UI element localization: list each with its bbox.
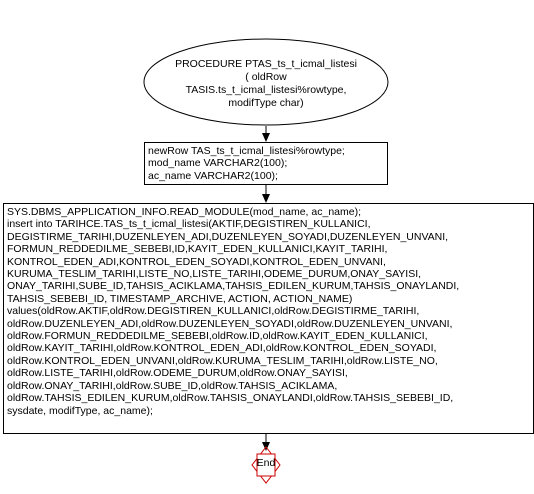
statement-line: oldRow.KONTROL_EDEN_UNVANI,oldRow.KURUMA… [7,354,438,367]
end-shape [251,446,281,484]
statement-line: oldRow.TAHSIS_EDILEN_KURUM,oldRow.TAHSIS… [7,392,454,405]
statement-line: oldRow.LISTE_TARIHI,oldRow.ODEME_DURUM,o… [7,367,348,380]
statement-line: SYS.DBMS_APPLICATION_INFO.READ_MODULE(mo… [7,206,362,218]
declarations-block: newRow TAS_ts_t_icmal_listesi%rowtype; m… [144,142,388,185]
statement-line: KONTROL_EDEN_ADI,KONTROL_EDEN_SOYADI,KON… [7,255,386,268]
declaration-line: mod_name VARCHAR2(100); [148,157,288,170]
procedure-signature: PROCEDURE PTAS_ts_t_icmal_listesi ( oldR… [143,58,389,110]
statement-line: TAHSIS_SEBEBI_ID, TIMESTAMP_ARCHIVE, ACT… [7,292,353,305]
start-ellipse-shape [143,38,389,126]
end-node: End [251,446,281,484]
procedure-line: PROCEDURE PTAS_ts_t_icmal_listesi [175,58,357,70]
statement-line: sysdate, modifType, ac_name); [7,404,153,417]
arrow-declarations-to-statements [262,185,270,203]
end-label: End [256,457,276,469]
statement-line: oldRow.DUZENLEYEN_ADI,oldRow.DUZENLEYEN_… [7,317,453,330]
declaration-line: ac_name VARCHAR2(100); [148,169,278,182]
statement-line: insert into TARIHCE.TAS_ts_t_icmal_liste… [7,218,371,231]
statement-line: values(oldRow.AKTIF,oldRow.DEGISTIREN_KU… [7,305,420,318]
procedure-start-node: PROCEDURE PTAS_ts_t_icmal_listesi ( oldR… [143,38,389,126]
statement-line: oldRow.KAYIT_TARIHI,oldRow.KONTROL_EDEN_… [7,342,437,355]
statement-line: DEGISTIRME_TARIHI,DUZENLEYEN_ADI,DUZENLE… [7,230,449,243]
procedure-line: modifType char) [228,97,304,109]
statement-line: ONAY_TARIHI,SUBE_ID,TAHSIS_ACIKLAMA,TAHS… [7,280,460,293]
procedure-line: TASIS.ts_t_icmal_listesi%rowtype, [185,84,347,96]
statement-line: FORMUN_REDDEDILME_SEBEBI,ID,KAYIT_EDEN_K… [7,243,388,256]
statement-line: oldRow.ONAY_TARIHI,oldRow.SUBE_ID,oldRow… [7,379,338,392]
arrow-procedure-to-declarations [262,126,270,142]
statement-line: KURUMA_TESLIM_TARIHI,LISTE_NO,LISTE_TARI… [7,268,422,281]
procedure-line: ( oldRow [245,71,287,83]
statements-block: SYS.DBMS_APPLICATION_INFO.READ_MODULE(mo… [3,203,534,434]
statement-line: oldRow.FORMUN_REDDEDILME_SEBEBI,oldRow.I… [7,330,428,343]
declaration-line: newRow TAS_ts_t_icmal_listesi%rowtype; [148,145,345,157]
